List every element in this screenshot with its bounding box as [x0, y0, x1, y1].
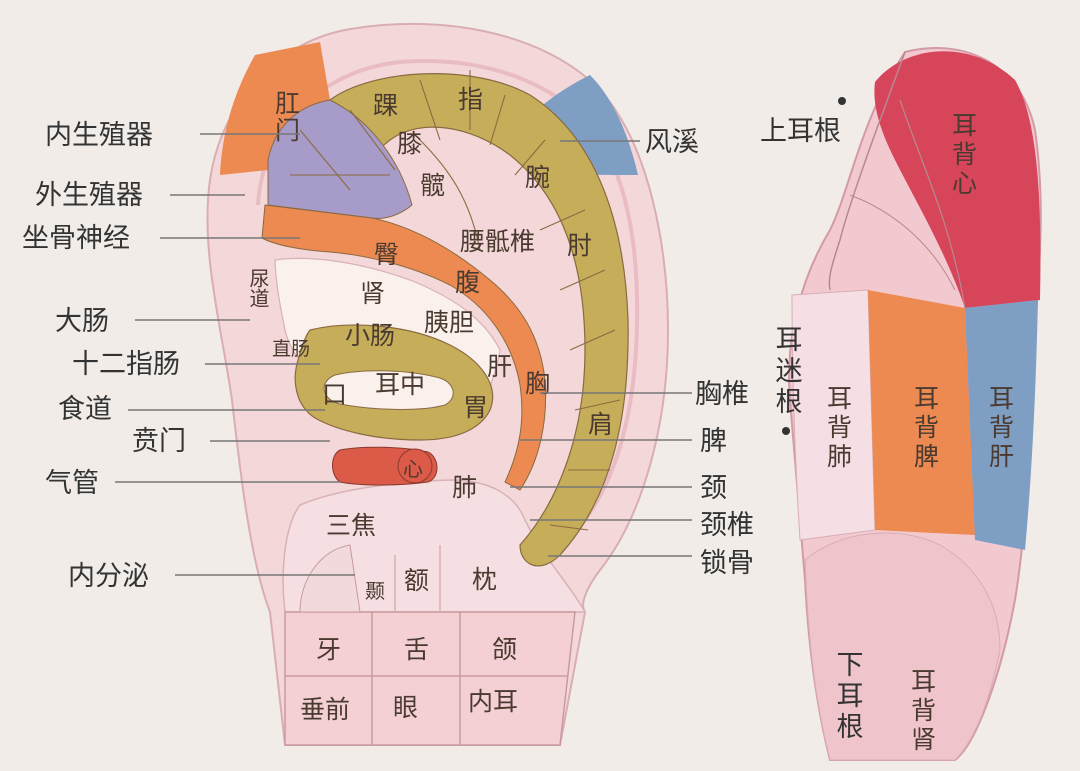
region-label-sanjiao: 三焦	[326, 511, 376, 540]
label-shangergen: 上耳根	[760, 116, 841, 147]
region-label-huai: 踝	[373, 91, 398, 120]
region-erbeigan	[965, 300, 1038, 550]
front-region-labels: 肛门 踝 指 膝 腕 髋 腰骶椎 肘 臀 腹 尿道 肾 胰胆 直肠 小肠 肝 胸…	[246, 85, 613, 724]
label-xiongzhui: 胸椎	[695, 379, 749, 410]
point-ermigen	[782, 427, 790, 435]
region-label-yaodizhui: 腰骶椎	[460, 227, 535, 256]
region-label-fei: 肺	[452, 473, 477, 502]
region-xin	[397, 448, 433, 484]
region-label-she: 舌	[404, 635, 429, 664]
label-ermigen: 耳迷根	[771, 325, 803, 418]
region-label-erzhong: 耳中	[375, 370, 425, 399]
label-jingzhui: 颈椎	[700, 510, 754, 541]
label-neishengzhiqi: 内生殖器	[45, 120, 153, 151]
region-label-xi: 膝	[397, 129, 422, 158]
region-label-e: 额	[404, 566, 429, 595]
label-shierzhichang: 十二指肠	[72, 349, 180, 380]
label-dachang: 大肠	[55, 306, 109, 337]
region-label-gan: 肝	[487, 352, 512, 381]
region-olive-crescent	[317, 73, 629, 567]
label-pi: 脾	[700, 426, 727, 457]
region-label-kou: 口	[322, 380, 347, 409]
region-label-he: 颌	[492, 635, 517, 664]
left-callouts: 内生殖器 外生殖器 坐骨神经 大肠 十二指肠 食道 贲门 气管 内分泌	[22, 120, 355, 592]
region-label-zhen: 枕	[472, 565, 497, 594]
region-label-shen: 肾	[360, 279, 385, 308]
region-label-fu: 腹	[455, 268, 480, 297]
region-label-ya: 牙	[316, 635, 341, 664]
region-erbeipi	[868, 290, 975, 535]
label-xiaergen: 下耳根	[832, 650, 864, 743]
region-label-erbeigan: 耳背肝	[986, 385, 1015, 472]
label-fengxi: 风溪	[645, 127, 699, 158]
label-benmen: 贲门	[132, 426, 186, 457]
region-label-yan: 眼	[393, 693, 418, 722]
label-suogu: 锁骨	[700, 548, 754, 579]
label-jing: 颈	[700, 473, 727, 504]
back-lobe	[804, 532, 1001, 761]
region-label-yidan: 胰胆	[424, 308, 474, 337]
front-ear	[206, 22, 670, 746]
earlobe-grid	[284, 544, 576, 746]
region-label-wan: 腕	[525, 163, 550, 192]
region-label-erbeishen: 耳背肾	[908, 668, 937, 755]
label-qiguan: 气管	[45, 468, 99, 499]
label-zuogushenjing: 坐骨神经	[22, 223, 130, 254]
region-label-jian: 肩	[588, 410, 613, 439]
region-label-wei: 胃	[463, 393, 488, 422]
region-neishengzhiqi	[267, 99, 413, 219]
region-ganmen	[220, 42, 330, 175]
region-label-tun: 臀	[374, 240, 399, 269]
back-labels: 上耳根 耳迷根 下耳根 耳背心 耳背肺 耳背脾 耳背肝 耳背肾	[760, 112, 1015, 755]
label-waishengzhiqi: 外生殖器	[35, 180, 143, 211]
region-label-nei-er: 内耳	[468, 687, 518, 716]
region-label-chuiqian: 垂前	[300, 695, 350, 724]
right-callouts: 风溪 胸椎 脾 颈 颈椎 锁骨	[510, 127, 754, 579]
region-label-zhichang: 直肠	[272, 338, 310, 360]
region-label-nie: 颞	[365, 579, 385, 603]
region-erbeixin	[874, 51, 1041, 309]
region-label-xiaochang: 小肠	[345, 321, 395, 350]
region-label-erbeifei: 耳背肺	[824, 385, 853, 472]
crescent-dividers	[290, 70, 621, 531]
region-zuogushenjing	[261, 204, 547, 491]
region-label-kuan: 髋	[420, 171, 445, 200]
label-neifenmi: 内分泌	[68, 561, 149, 592]
region-erzhong-hole	[323, 370, 454, 410]
region-label-ganmen: 肛门	[272, 90, 301, 144]
region-label-xin: 心	[403, 457, 423, 481]
region-label-erbeixin: 耳背心	[949, 112, 978, 199]
back-ear	[782, 47, 1042, 761]
region-erbeifei	[791, 289, 876, 541]
label-shidao: 食道	[58, 394, 112, 425]
region-label-erbeipi: 耳背脾	[911, 385, 940, 472]
region-label-zhou: 肘	[567, 231, 592, 260]
region-label-zhi: 指	[458, 85, 483, 114]
point-shangergen	[838, 97, 846, 105]
region-label-niaodao: 尿道	[246, 268, 270, 308]
